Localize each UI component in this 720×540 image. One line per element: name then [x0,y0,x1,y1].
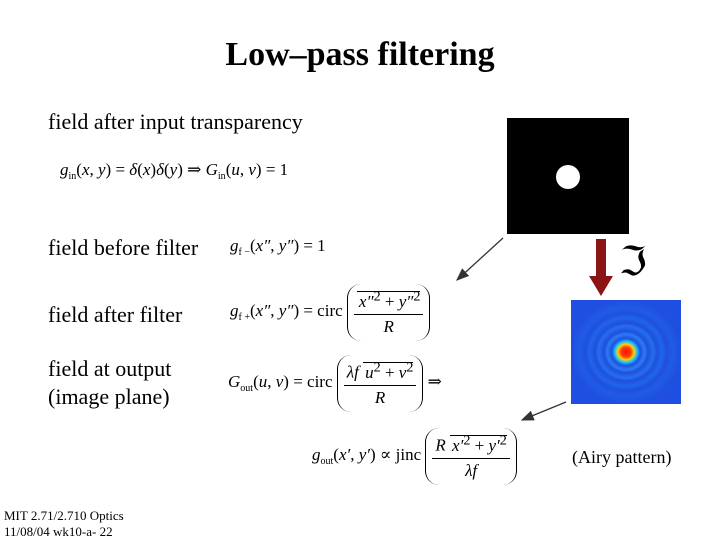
fourier-transform-symbol: ℑ [619,242,647,282]
arrow-to-filter [457,238,503,280]
footer: MIT 2.71/2.710 Optics 11/08/04 wk10-a- 2… [4,508,124,540]
footer-line2: 11/08/04 wk10-a- 22 [4,524,124,540]
arrow-to-output [522,402,566,420]
footer-date: 11/08/04 wk10-a- [4,524,96,539]
footer-line1: MIT 2.71/2.710 Optics [4,508,124,524]
fourier-arrow-shaft [596,239,606,279]
page-number: 22 [100,524,113,539]
aperture-dot [556,165,580,189]
fourier-arrow-head [589,276,613,296]
airy-pattern-image [571,300,681,404]
